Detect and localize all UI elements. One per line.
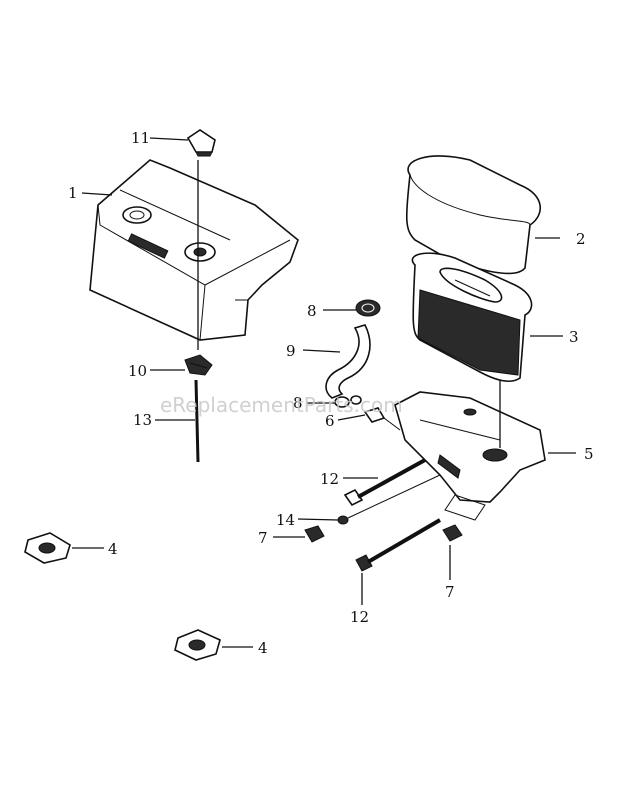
callout-13: 13 bbox=[133, 411, 152, 429]
callout-4-upper: 4 bbox=[108, 540, 118, 558]
breather-hose[interactable] bbox=[325, 324, 371, 399]
callout-9: 9 bbox=[286, 342, 296, 360]
air-cleaner-cover[interactable] bbox=[89, 159, 299, 341]
callout-12-lower: 12 bbox=[350, 608, 369, 626]
callout-1: 1 bbox=[68, 184, 78, 202]
callout-8-upper: 8 bbox=[307, 302, 317, 320]
watermark-text: eReplacementParts.com bbox=[160, 393, 403, 417]
callout-12-upper: 12 bbox=[320, 470, 339, 488]
callout-3: 3 bbox=[569, 328, 579, 346]
leader-lines bbox=[72, 137, 576, 648]
hose-clamp-lower[interactable] bbox=[334, 395, 362, 408]
callout-7-left: 7 bbox=[258, 529, 268, 547]
callout-2: 2 bbox=[576, 230, 586, 248]
hose-clamp-upper[interactable] bbox=[355, 299, 381, 317]
nut-right[interactable] bbox=[442, 524, 463, 542]
callout-7-right: 7 bbox=[445, 583, 455, 601]
nut-left[interactable] bbox=[304, 525, 325, 543]
breather-fitting[interactable] bbox=[363, 407, 401, 431]
bolt-upper[interactable] bbox=[343, 458, 426, 507]
pre-cleaner[interactable] bbox=[405, 155, 542, 275]
callout-6: 6 bbox=[325, 412, 335, 430]
gasket-upper[interactable] bbox=[24, 532, 71, 564]
callout-4-lower: 4 bbox=[258, 639, 268, 657]
cover-knob[interactable] bbox=[186, 129, 216, 157]
bolt-lower[interactable] bbox=[355, 518, 442, 572]
callout-14: 14 bbox=[276, 511, 295, 529]
air-cleaner-base[interactable] bbox=[394, 391, 546, 521]
callout-10: 10 bbox=[128, 362, 147, 380]
gasket-lower[interactable] bbox=[174, 629, 221, 661]
wing-nut[interactable] bbox=[184, 354, 213, 376]
callout-11: 11 bbox=[131, 129, 150, 147]
air-filter-element[interactable] bbox=[411, 252, 533, 383]
lock-washer[interactable] bbox=[337, 474, 441, 525]
stud[interactable] bbox=[194, 379, 200, 463]
callout-5: 5 bbox=[584, 445, 594, 463]
callout-8-lower: 8 bbox=[293, 394, 303, 412]
